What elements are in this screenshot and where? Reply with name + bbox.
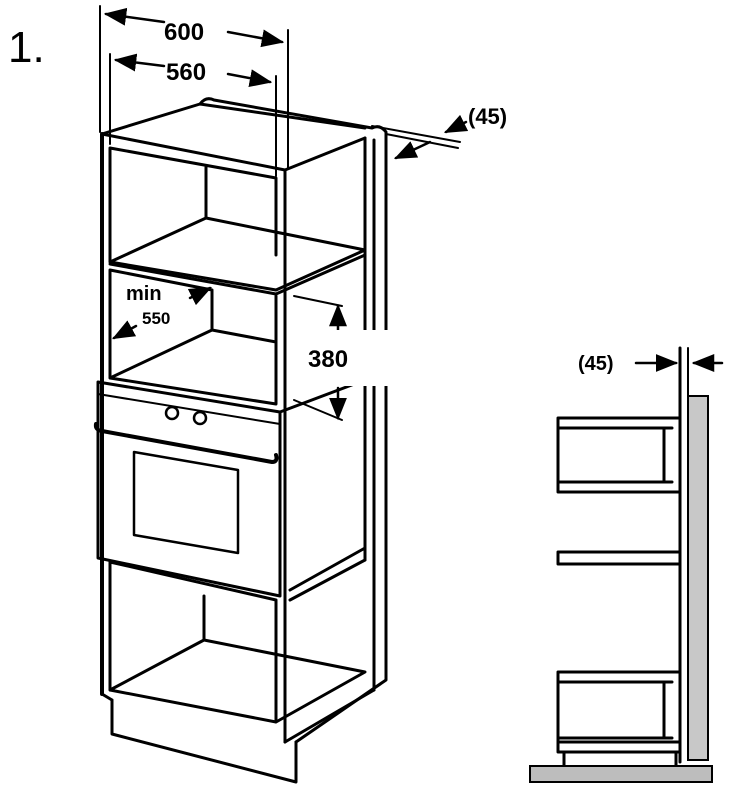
tall-cabinet [93,97,388,784]
dimension-rear-gap-side-label: (45) [578,353,614,375]
wall [687,395,709,761]
dimension-rear-gap-top-label: (45) [468,104,507,129]
dimension-380: 380 [290,295,388,421]
dimension-min-label: min [126,283,162,305]
upper-shelf [108,253,367,296]
section-middle-shelf [556,550,682,566]
lower-compartment [108,560,367,724]
cabinet-side-back [294,136,388,744]
oven-window [132,450,240,555]
dimension-380-label: 380 [308,346,348,373]
side-section-view: (45) [529,346,724,783]
oven-top-band [97,393,281,425]
plinth [100,692,298,784]
oven-knob-right [192,410,208,426]
cabinet-top-front [100,132,287,172]
cabinet-top-right [283,136,367,172]
dimension-560-label: 560 [166,59,206,86]
floor [529,765,713,783]
cabinet-top-back-edge [198,97,388,147]
section-upper-box [556,416,682,494]
oven-side [278,378,367,602]
section-lower-box [556,670,682,754]
dimension-550-label: 550 [142,309,170,328]
microwave-niche [108,268,278,406]
dimension-min-550: min 550 [112,283,213,340]
oven-knob-left [164,405,180,421]
dimension-600-label: 600 [164,19,204,46]
cabinet-side-bottom [283,688,376,744]
dimension-380-mask [290,330,388,386]
section-plinth [558,740,682,768]
step-number: 1. [8,23,45,72]
upper-compartment [108,146,367,292]
oven-body [96,380,282,598]
dimension-rear-gap-top: (45) [371,104,507,160]
dimension-560: 560 [109,53,277,177]
oven-handle [93,422,279,464]
dimension-600: 600 [99,5,289,169]
